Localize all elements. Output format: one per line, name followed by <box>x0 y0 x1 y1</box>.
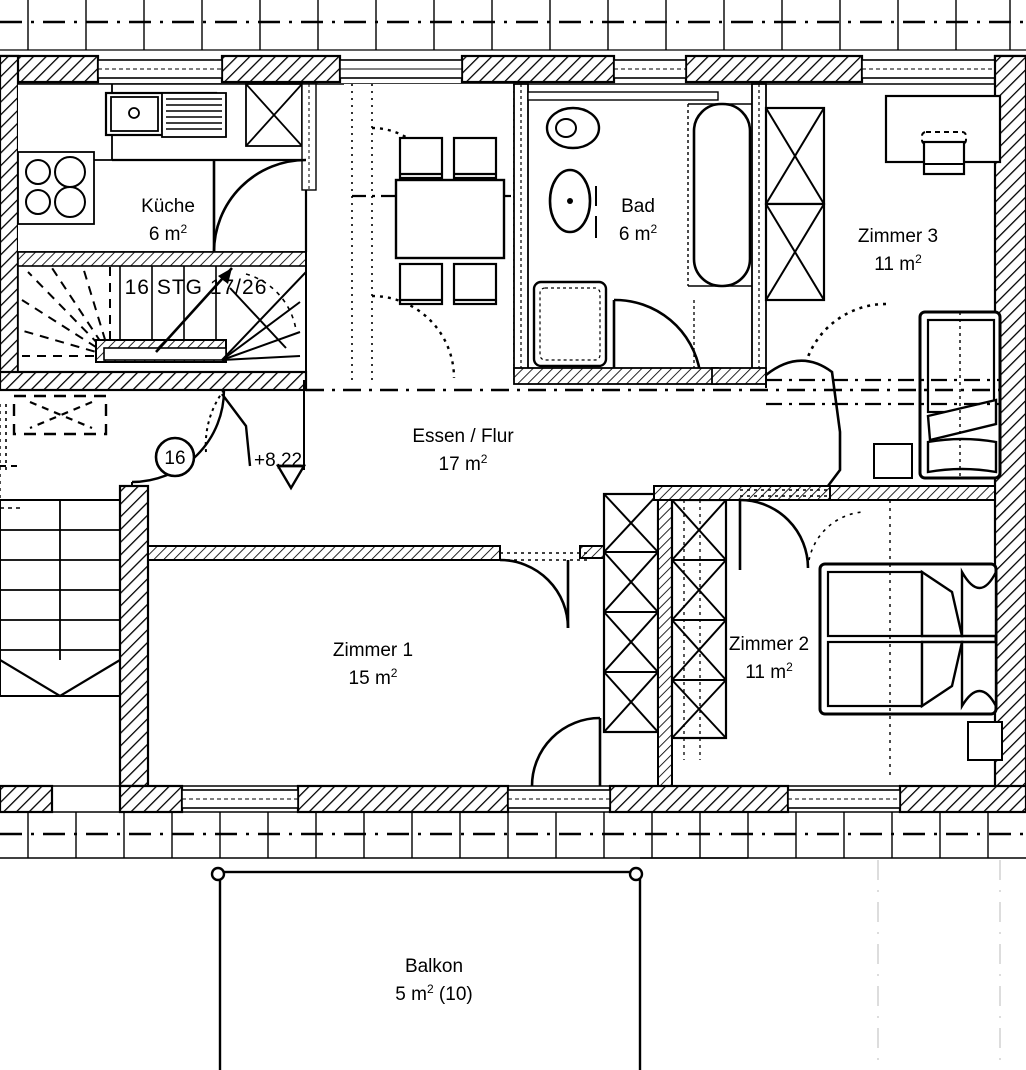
room-area-zimmer1: 15 m2 <box>349 666 398 689</box>
zimmer2-door <box>738 498 810 570</box>
elevation-marker: +8,22 <box>254 380 307 491</box>
zimmer1-door-upper <box>499 558 570 629</box>
dining-chairs <box>398 136 498 306</box>
roof-overhang-bottom <box>0 811 1026 859</box>
construction-axis-lines <box>877 860 1001 1070</box>
room-area-zimmer2: 11 m2 <box>745 660 793 683</box>
stair-label: 16 STG 17/26 <box>125 276 268 299</box>
bath-washbasin <box>548 168 597 238</box>
window-top-kitchen <box>97 59 223 79</box>
zimmer3-wardrobe <box>764 106 826 302</box>
zimmer1-door-lower <box>530 716 602 787</box>
window-bottom-zimmer2 <box>787 789 901 809</box>
kitchen-cooktop <box>17 151 95 225</box>
bath-shower <box>532 280 608 368</box>
room-area-bad: 6 m2 <box>619 222 658 245</box>
room-label-balkon: Balkon <box>405 956 463 977</box>
shaft-symbol <box>12 394 108 436</box>
room-label-kueche: Küche <box>141 196 195 217</box>
dining-furniture <box>344 84 515 380</box>
bath-door <box>612 298 702 373</box>
room-kueche: Küche 6 m2 <box>17 83 318 253</box>
door-tag-circle <box>154 436 196 478</box>
room-zimmer3: Zimmer 3 11 m2 <box>764 94 1002 487</box>
stair-direction-arrow <box>155 267 233 353</box>
stair-winder-right <box>221 271 307 361</box>
dining-table <box>394 178 506 260</box>
zimmer3-bed <box>918 310 1002 480</box>
door-bottom-balcony <box>507 789 611 809</box>
kitchen-cabinet-x <box>245 83 317 191</box>
zimmer3-desk <box>884 94 1002 176</box>
zimmer3-door <box>765 302 887 487</box>
window-top-dining <box>339 59 463 79</box>
staircase-main: 16 STG 17/26 <box>0 251 310 392</box>
room-zimmer1: Zimmer 1 15 m2 <box>147 545 655 787</box>
wall-zimmer1-top <box>147 545 501 561</box>
stair-landing <box>95 339 227 363</box>
window-top-room3 <box>861 59 996 79</box>
room-zimmer2: Zimmer 2 11 m2 <box>653 485 1003 780</box>
room-area-kueche: 6 m2 <box>149 222 188 245</box>
kitchen-door <box>212 158 307 253</box>
room-essen-flur: 16 +8,22 Essen / Flur 17 m2 <box>0 380 1000 500</box>
exterior-wall-left <box>0 54 20 388</box>
room-label-zimmer1: Zimmer 1 <box>333 640 413 661</box>
room-label-essen: Essen / Flur <box>412 426 514 447</box>
room-area-balkon: 5 m2 (10) <box>395 982 472 1005</box>
bath-bathtub <box>687 102 760 288</box>
room-label-zimmer2: Zimmer 2 <box>729 634 809 655</box>
adjacent-staircase-left <box>0 499 121 698</box>
room-balkon: Balkon 5 m2 (10) <box>210 866 644 1070</box>
exterior-wall-bottom <box>0 784 1026 814</box>
window-bottom-zimmer1 <box>181 789 299 809</box>
room-label-zimmer3: Zimmer 3 <box>858 226 938 247</box>
window-top-bath <box>613 59 687 79</box>
balcony-post-left <box>210 866 226 882</box>
elevation-value: +8,22 <box>254 450 302 471</box>
wall-left-interior <box>118 484 150 788</box>
roof-overhang-top <box>0 0 1026 51</box>
zimmer2-bed <box>807 500 998 780</box>
zimmer3-nightstand <box>873 443 913 479</box>
room-bad: Bad 6 m2 <box>513 83 767 385</box>
room-label-bad: Bad <box>621 196 655 217</box>
room-area-essen: 17 m2 <box>439 452 488 475</box>
balcony-post-right <box>628 866 644 882</box>
door-tag-number: 16 <box>164 448 185 469</box>
kitchen-drainboard <box>161 92 227 138</box>
bath-toilet <box>545 106 601 150</box>
zimmer2-nightstand <box>967 721 1003 761</box>
room-area-zimmer3: 11 m2 <box>874 252 922 275</box>
entrance-door: 16 <box>131 389 252 494</box>
